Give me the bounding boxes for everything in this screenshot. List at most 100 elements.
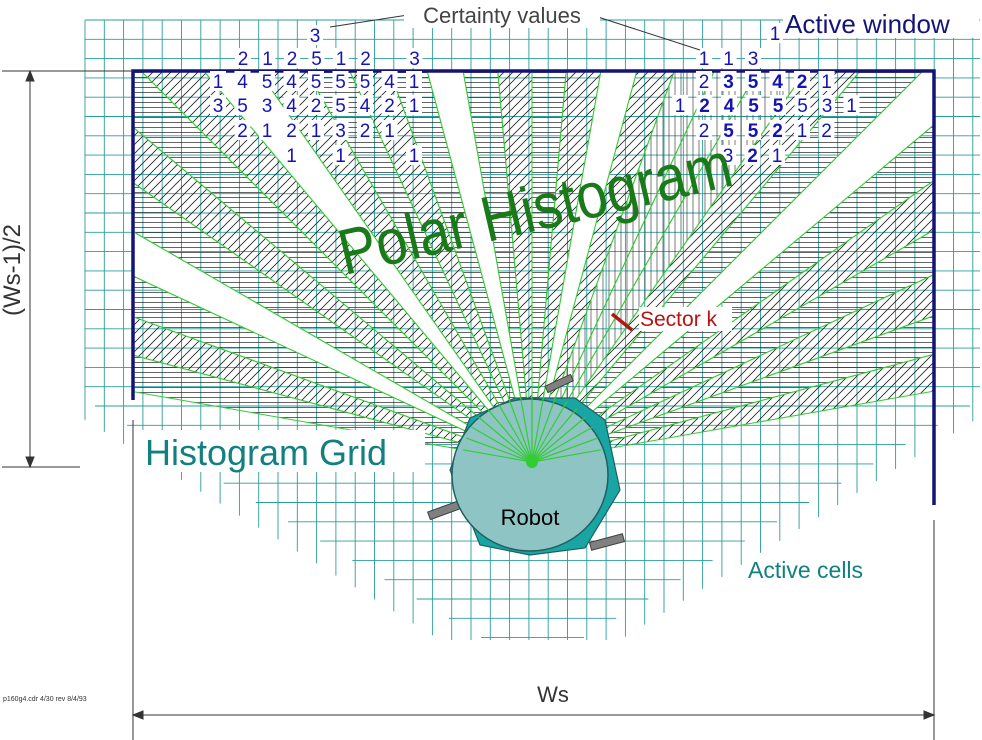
certainty-value: 1 <box>409 72 420 93</box>
certainty-value-bg <box>381 120 398 140</box>
robot-ray <box>531 401 568 463</box>
certainty-value-bg <box>769 71 786 91</box>
certainty-value-bg <box>357 120 373 140</box>
certainty-value-bg <box>406 71 422 91</box>
certainty-value: 1 <box>770 24 781 45</box>
certainty-value: 4 <box>286 72 297 93</box>
certainty-value: 2 <box>747 146 758 167</box>
certainty-value-bg <box>794 120 810 140</box>
certainty-value: 3 <box>409 49 420 70</box>
certainty-value-bg <box>406 145 422 165</box>
certainty-value-bg <box>720 48 737 68</box>
robot-ray <box>462 449 533 463</box>
certainty-value: 1 <box>797 121 808 142</box>
robot-ray <box>531 392 545 463</box>
robot-ray <box>486 407 533 463</box>
robot-ray <box>531 449 602 463</box>
polar-histogram-sectors <box>133 71 934 463</box>
certainty-leaders <box>329 14 701 51</box>
certainty-value: 5 <box>311 72 322 93</box>
robot-ray <box>531 407 578 463</box>
certainty-value-bg <box>210 71 226 91</box>
robot-body <box>451 398 609 552</box>
certainty-value-bg <box>745 71 761 91</box>
robot-ray <box>477 416 533 463</box>
certainty-value: 5 <box>748 96 759 117</box>
certainty-value: 1 <box>262 49 273 70</box>
ws-label: Ws <box>537 682 569 707</box>
certainty-value: 4 <box>772 72 783 93</box>
certainty-value: 2 <box>286 121 297 142</box>
certainty-value-bg <box>672 95 688 115</box>
robot-sensor-top <box>544 373 575 394</box>
certainty-value: 1 <box>723 49 734 70</box>
certainty-value-bg <box>307 25 323 45</box>
polar-sector-empty <box>203 71 533 463</box>
robot-ray <box>471 426 533 463</box>
certainty-value-bg <box>283 145 300 165</box>
certainty-value-bg <box>744 145 761 165</box>
certainty-value-bg <box>235 48 251 68</box>
active-cells-label: Active cells <box>748 557 863 583</box>
histogram-grid-label: Histogram Grid <box>145 432 387 473</box>
certainty-value-bg <box>332 120 349 140</box>
robot-ray <box>531 437 598 463</box>
certainty-value-bg <box>283 120 300 140</box>
certainty-value: 4 <box>286 96 297 117</box>
robot-ray <box>519 392 533 463</box>
certainty-value: 3 <box>723 146 734 167</box>
certainty-values-label: Certainty values <box>423 3 581 28</box>
certainty-value: 2 <box>699 72 710 93</box>
certainty-value-bg <box>357 95 373 115</box>
certainty-value: 5 <box>723 121 734 142</box>
robot-ray <box>531 396 557 463</box>
certainty-value: 2 <box>360 121 371 142</box>
certainty-value: 4 <box>384 72 395 93</box>
certainty-value: 4 <box>237 72 248 93</box>
certainty-value: 1 <box>846 96 857 117</box>
certainty-value-bg <box>843 95 860 115</box>
certainty-value-bg <box>259 95 275 115</box>
certainty-value: 3 <box>822 96 833 117</box>
certainty-value: 1 <box>772 146 783 167</box>
certainty-value-bg <box>767 23 783 43</box>
certainty-value: 2 <box>237 121 248 142</box>
certainty-value: 1 <box>286 146 297 167</box>
dimension-ws-half <box>2 69 133 469</box>
certainty-value-bg <box>769 145 785 165</box>
certainty-value: 5 <box>797 96 808 117</box>
dimension-ws <box>131 420 936 740</box>
active-window-frame <box>131 69 936 505</box>
certainty-value: 5 <box>262 72 273 93</box>
certainty-value: 1 <box>311 121 322 142</box>
robot-ray <box>496 401 533 463</box>
certainty-value: 2 <box>821 121 832 142</box>
certainty-value-bg <box>308 95 324 115</box>
certainty-value-bg <box>745 95 762 115</box>
certainty-value: 3 <box>748 49 759 70</box>
robot-label: Robot <box>501 505 560 530</box>
file-tag: p160g4.cdr 4/30 rev 8/4/93 <box>3 696 87 703</box>
certainty-value-bg <box>818 120 835 140</box>
certainty-value: 4 <box>360 96 371 117</box>
certainty-value: 2 <box>360 49 371 70</box>
certainty-value-bg <box>696 71 712 91</box>
certainty-value: 1 <box>409 96 420 117</box>
certainty-value-bg <box>283 95 300 115</box>
certainty-value: 1 <box>409 146 420 167</box>
certainty-value-bg <box>357 48 374 68</box>
certainty-value: 3 <box>213 96 224 117</box>
certainty-value: 5 <box>748 72 759 93</box>
certainty-value-bg <box>234 71 251 91</box>
certainty-value: 1 <box>335 146 346 167</box>
sector-rays <box>462 392 602 468</box>
certainty-value-bg <box>745 120 761 140</box>
certainty-value: 5 <box>311 49 322 70</box>
certainty-value: 3 <box>262 96 273 117</box>
certainty-value-bg <box>259 71 275 91</box>
certainty-value-bg <box>406 95 422 115</box>
certainty-value: 2 <box>238 49 249 70</box>
certainty-value-bg <box>332 145 349 165</box>
